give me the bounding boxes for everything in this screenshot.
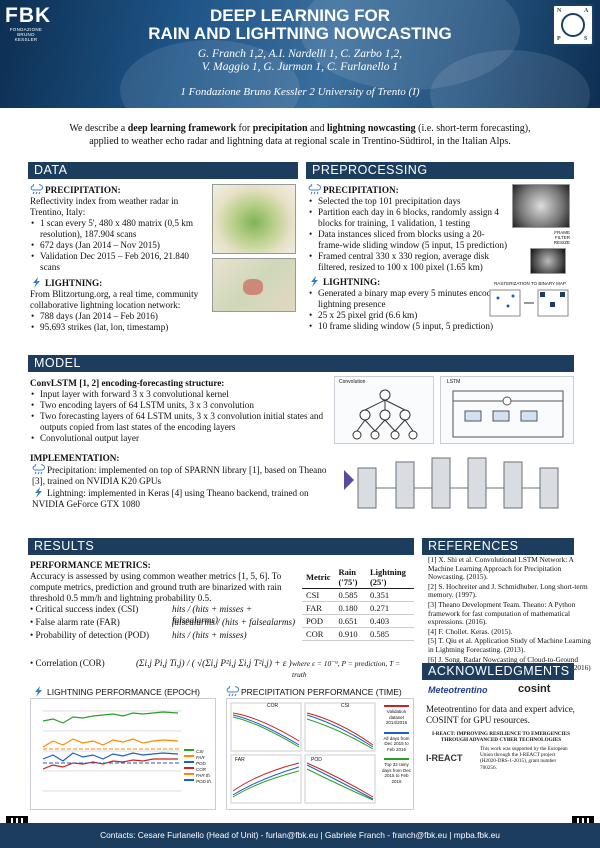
list-item: 95.693 strikes (lat, lon, timestamp) [30, 322, 208, 333]
list-item: Two forecasting layers of 64 LSTM units,… [30, 411, 340, 433]
list-item: Validation Dec 2015 – Feb 2016, 21.840 s… [30, 251, 208, 273]
section-data-title: DATA [28, 162, 298, 179]
section-results-title: RESULTS [28, 538, 414, 555]
rasterization-label: RASTERIZATION TO BINARY MAP [494, 281, 566, 286]
ack-text: Meteotrentino for data and expert advice… [426, 704, 575, 725]
affiliations: 1 Fondazione Bruno Kessler 2 University … [180, 86, 420, 98]
section-references-title: REFERENCES [422, 538, 574, 555]
poster-title: DEEP LEARNING FOR RAIN AND LIGHTNING NOW… [148, 6, 452, 43]
lightning-icon [35, 686, 42, 697]
section-model-title: MODEL [28, 355, 574, 372]
list-item: Selected the top 101 precipitation days [308, 196, 508, 207]
rain-icon [226, 686, 239, 697]
lightning-map-image [212, 258, 296, 312]
precip-chart-legend: Validation dataset 2014/2015 All days fr… [380, 703, 413, 784]
chart-lightning-title: LIGHTNING PERFORMANCE (EPOCH) [32, 686, 200, 697]
lightning-icon [35, 487, 42, 498]
precip-performance-chart: COR CSI FAR POD Validation dataset 2014/… [226, 698, 414, 810]
metric-definitions: • Critical success index (CSI)hits / (hi… [30, 604, 296, 640]
list-item: Generated a binary map every 5 minutes e… [308, 288, 508, 310]
lightning-icon [311, 276, 318, 287]
reference-item: [1] X. Shi et al. Convolutional LSTM Net… [428, 555, 574, 582]
frame-image [512, 184, 570, 228]
reference-item: [2] S. Hochreiter and J. Schmidhuber. Lo… [428, 581, 588, 600]
chart-precip-title: PRECIPITATION PERFORMANCE (TIME) [226, 686, 402, 697]
reference-item: [4] F. Chollet. Keras. (2015). [428, 626, 513, 636]
references-list: [1] X. Shi et al. Convolutional LSTM Net… [428, 555, 594, 674]
ireact-text: This work was supported by the European … [480, 746, 568, 771]
list-item: 10 frame sliding window (5 input, 5 pred… [308, 321, 508, 332]
list-item: Input layer with forward 3 x 3 convoluti… [30, 389, 340, 400]
fbk-logo: FBK FONDAZIONE BRUNO KESSLER [5, 4, 52, 43]
ireact-heading: I-REACT: IMPROVING RESILIENCE TO EMERGEN… [431, 731, 571, 743]
cosint-logo: cosint [518, 683, 551, 695]
list-item: Framed central 330 x 330 region, average… [308, 251, 508, 273]
section-ack-title: ACKNOWLEDGMENTS [422, 663, 574, 680]
filtered-image [530, 248, 566, 274]
correlation-definition: • Correlation (COR) (Σi,j Pi,j Ti,j) / (… [30, 658, 401, 679]
unitn-logo: N A P S [552, 4, 594, 46]
footer-contacts: Contacts: Cesare Furlanello (Head of Uni… [0, 823, 600, 848]
reference-item: [5] T. Qiu et al. Application Study of M… [428, 636, 591, 654]
radar-map-image [212, 184, 296, 254]
rain-icon [32, 464, 45, 475]
list-item: 788 days (Jan 2014 – Feb 2016) [30, 311, 208, 322]
list-item: Two encoding layers of 64 LSTM units, 3 … [30, 400, 340, 411]
lightning-performance-chart: CSI FAR POD COR FAR th. POD th. [30, 698, 216, 810]
list-item: 672 days (Jan 2014 – Nov 2015) [30, 240, 208, 251]
lstm-cell-diagram: LSTM [440, 376, 574, 444]
section-preprocessing-title: PREPROCESSING [306, 162, 574, 179]
rain-icon [308, 184, 321, 195]
lightning-icon [33, 277, 40, 288]
data-section: PRECIPITATION: Reflectivity index from w… [30, 184, 208, 333]
encoder-forecaster-diagram [344, 457, 559, 509]
list-item: Data instances sliced from blocks using … [308, 229, 508, 251]
header-banner [0, 0, 600, 108]
list-item: 25 x 25 pixel grid (6.6 km) [308, 310, 508, 321]
list-item: Partition each day in 6 blocks, randomly… [308, 207, 508, 229]
intro-text: We describe a deep learning framework fo… [69, 123, 531, 147]
reference-item: [3] Theano Development Team. Theano: A P… [428, 599, 576, 627]
convolution-diagram: Convolution [334, 376, 434, 444]
results-section: PERFORMANCE METRICS: Accuracy is assesse… [30, 560, 282, 603]
binary-map-figure [489, 289, 569, 317]
list-item: Convolutional output layer [30, 433, 340, 444]
meteotrentino-logo: Meteotrentino [428, 685, 488, 695]
rain-icon [30, 184, 43, 195]
authors: G. Franch 1,2, A.I. Nardelli 1, C. Zarbo… [197, 48, 403, 73]
model-section: ConvLSTM [1, 2] encoding-forecasting str… [30, 378, 340, 510]
list-item: 1 scan every 5', 480 x 480 matrix (0,5 k… [30, 218, 208, 240]
ireact-logo: I-REACT [426, 753, 463, 763]
preprocessing-section: PRECIPITATION: Selected the top 101 prec… [308, 184, 508, 332]
